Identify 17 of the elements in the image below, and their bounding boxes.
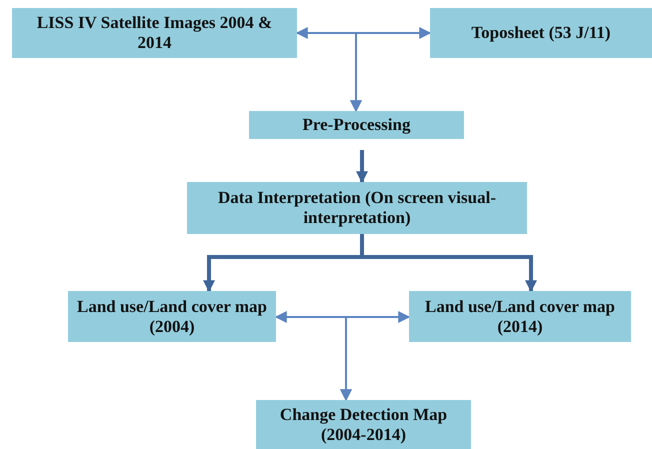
process-box [409,291,631,342]
box-label: Change Detection Map (2004-2014) [278,404,448,444]
box-label: Data Interpretation (On screen visual-interpretation) [217,188,497,228]
box-label: Land use/Land cover map (2004) [76,296,268,336]
process-box [256,400,471,449]
box-label: Pre-Processing [302,115,410,135]
arrow [356,150,368,184]
process-box [430,8,652,58]
box-label: Toposheet (53 J/11) [471,23,611,43]
box-label: LISS IV Satellite Images 2004 & 2014 [36,13,274,53]
arrow [274,311,410,323]
box-label: Land use/Land cover map (2014) [424,296,616,336]
process-box [68,291,276,342]
process-box [12,8,297,58]
process-box [249,111,464,139]
arrow [296,27,432,39]
process-box [187,182,527,234]
